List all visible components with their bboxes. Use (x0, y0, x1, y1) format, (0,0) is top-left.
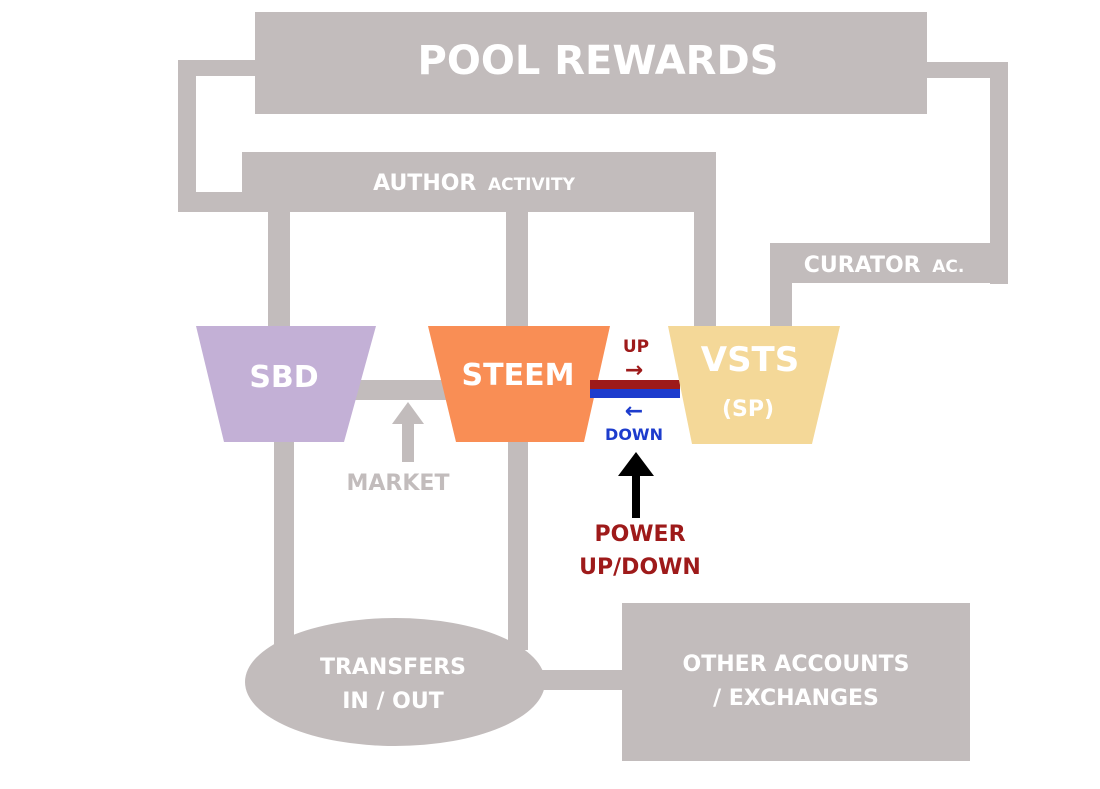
pool-rewards-box: POOL REWARDS (255, 12, 927, 114)
other-accounts-box: OTHER ACCOUNTS / EXCHANGES (622, 603, 970, 761)
up-label: UP (623, 337, 649, 357)
connectors (178, 60, 1008, 690)
steem-node: STEEM (428, 326, 610, 442)
author-to-steem-pipe (506, 210, 528, 330)
curator-label: CURATOR AC. (804, 253, 965, 278)
sbd-label: SBD (249, 360, 318, 395)
other-accounts-label-line1: OTHER ACCOUNTS (683, 652, 910, 677)
pool-rewards-label: POOL REWARDS (418, 38, 779, 84)
pool-left-pipe-vertical (178, 60, 196, 212)
steem-to-transfers-pipe (508, 440, 528, 650)
steem-label: STEEM (462, 358, 575, 393)
curator-box: CURATOR AC. (770, 243, 1008, 283)
author-activity-label: AUTHOR ACTIVITY (373, 171, 575, 196)
power-label-line2: UP/DOWN (579, 555, 701, 580)
author-activity-box: AUTHOR ACTIVITY (242, 152, 716, 212)
sbd-node: SBD (196, 326, 376, 442)
down-label: DOWN (605, 425, 663, 444)
sbd-to-transfers-pipe (274, 440, 294, 650)
market-label: MARKET (347, 471, 450, 496)
curator-to-vsts-pipe (770, 282, 792, 330)
power-down-bar (590, 389, 680, 398)
other-accounts-label-line2: / EXCHANGES (713, 686, 879, 711)
vsts-label: VSTS (701, 340, 799, 380)
down-arrow-icon: ← (625, 399, 643, 424)
author-to-vsts-pipe (694, 210, 716, 328)
pool-right-pipe-top (926, 62, 1008, 78)
market-arrow-icon (392, 402, 424, 462)
power-arrow-icon (618, 452, 654, 518)
transfers-label-line1: TRANSFERS (320, 655, 466, 680)
power-up-bar (590, 380, 680, 389)
pool-right-pipe-vertical (990, 62, 1008, 284)
pool-left-pipe-bottom (178, 192, 244, 212)
transfers-to-other-pipe (540, 670, 624, 690)
transfers-label-line2: IN / OUT (342, 689, 444, 714)
market-pipe (352, 380, 448, 400)
author-label-small: ACTIVITY (488, 175, 576, 195)
curator-label-main: CURATOR (804, 253, 921, 278)
curator-label-small: AC. (932, 257, 964, 277)
pool-left-pipe-top (178, 60, 256, 76)
vsts-node: VSTS (SP) (668, 326, 840, 444)
up-arrow-icon: → (625, 358, 643, 383)
transfers-node: TRANSFERS IN / OUT (245, 618, 545, 746)
author-label-main: AUTHOR (373, 171, 476, 196)
vsts-sublabel: (SP) (722, 397, 774, 422)
author-to-sbd-pipe (268, 210, 290, 330)
power-label-line1: POWER (594, 522, 685, 547)
